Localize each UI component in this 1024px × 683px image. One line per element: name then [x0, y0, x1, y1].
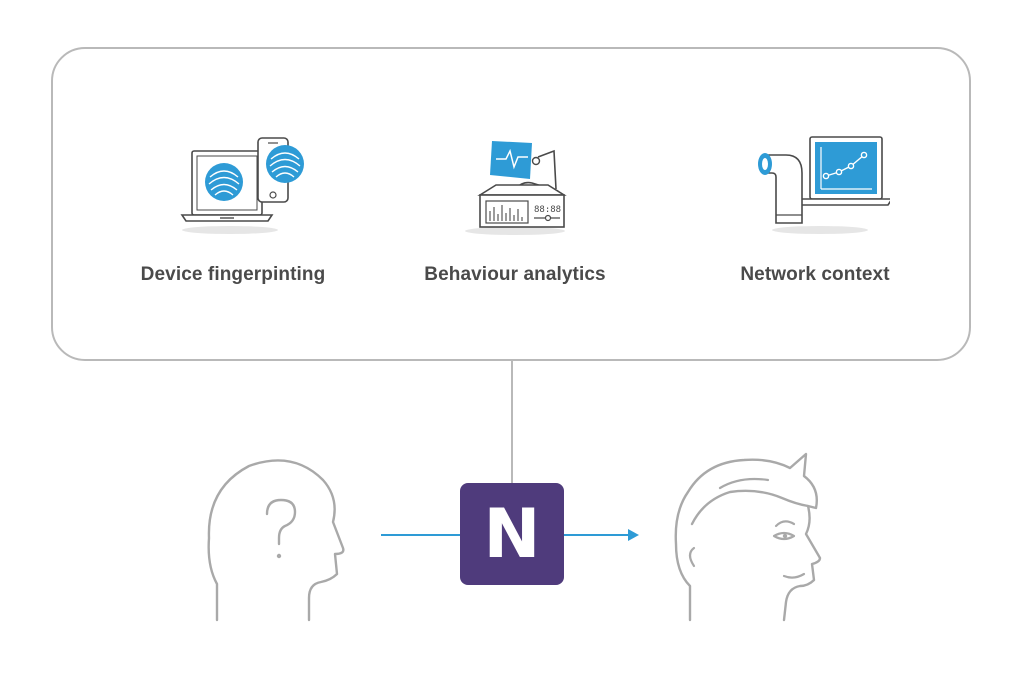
feature-label: Device fingerpinting: [140, 264, 326, 285]
incoming-flow-line: [381, 534, 461, 536]
arrow-right-icon: [628, 529, 639, 541]
svg-text:88:88: 88:88: [534, 205, 561, 215]
connector-line: [511, 361, 513, 483]
device-fingerprint-icon: [180, 137, 304, 234]
network-context-icon: [758, 136, 890, 234]
feature-label: Behaviour analytics: [424, 264, 606, 285]
known-person-head-icon: [674, 452, 822, 622]
signals-panel: Device fingerpinting: [51, 47, 971, 361]
outgoing-flow-line: [564, 534, 630, 536]
behaviour-analytics-icon: 88:88: [465, 141, 567, 235]
unknown-person-head-icon: [207, 459, 345, 622]
feature-label: Network context: [740, 264, 890, 285]
logo-badge: N: [460, 483, 564, 585]
